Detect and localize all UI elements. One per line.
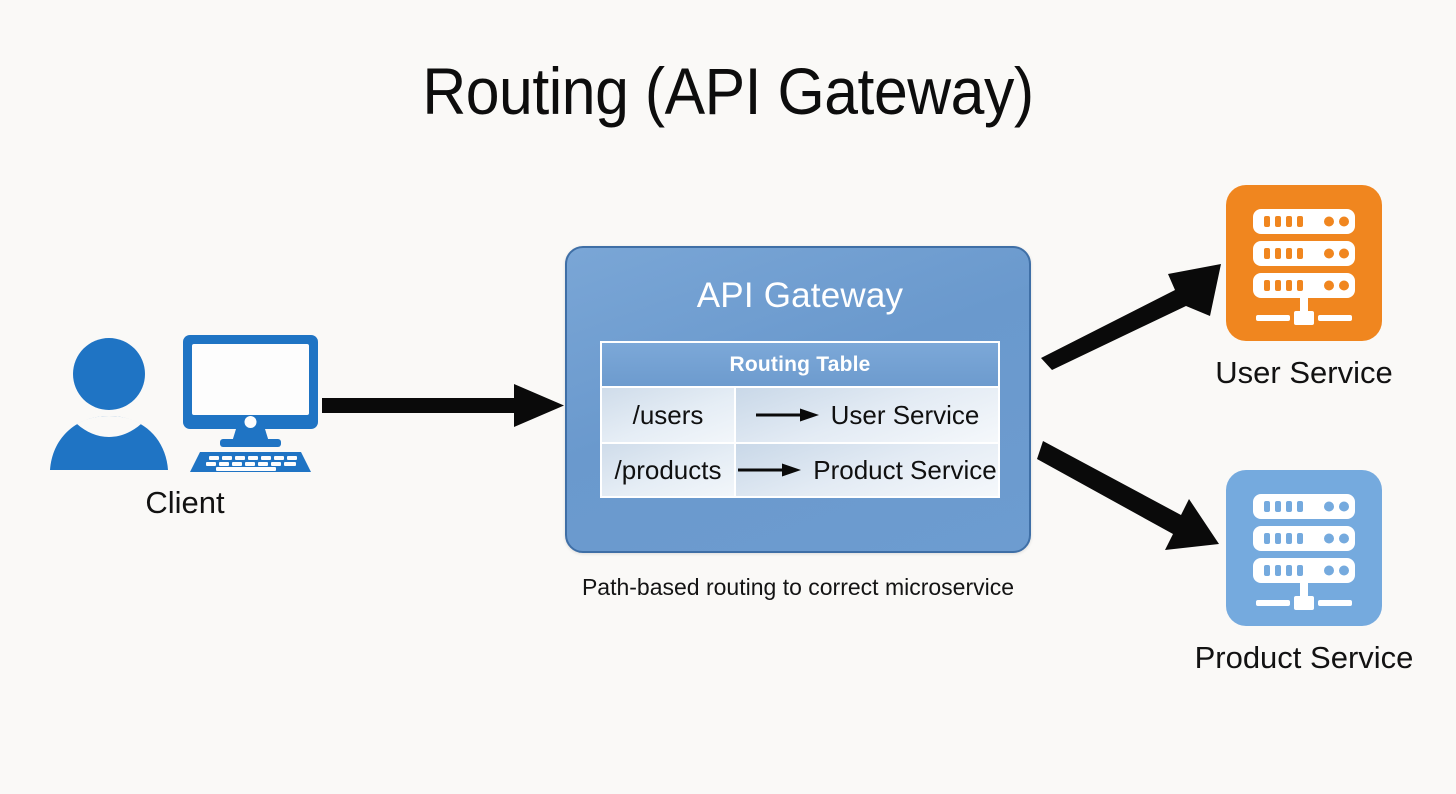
table-row: /products Product Service [602,442,998,496]
right-arrow-icon [755,408,819,422]
route-target-label: User Service [830,399,980,430]
routing-table-header-label: Routing Table [729,352,871,376]
route-path-cell: /products [602,442,736,496]
user-service-label: User Service [1215,355,1393,390]
product-service-label: Product Service [1194,640,1414,675]
server-rack-icon [1226,185,1382,341]
route-path-cell: /users [602,388,736,442]
route-target-label: Product Service [813,454,997,485]
computer-monitor-icon [183,335,318,472]
product-service-node: Product Service [1148,470,1456,678]
user-service-node: User Service [1148,185,1456,393]
api-gateway-box: API Gateway Routing Table /users User Se… [565,246,1031,553]
arrow-client-to-gateway [322,384,564,427]
routing-table: Routing Table /users User Service /produ… [600,341,1000,498]
server-rack-icon [1226,470,1382,626]
right-arrow-icon [738,463,802,477]
client-label: Client [145,485,225,520]
routing-table-header: Routing Table [602,343,998,388]
gateway-caption: Path-based routing to correct microservi… [581,574,1015,600]
arrow-gateway-to-product-service [1037,441,1219,550]
table-row: /users User Service [602,388,998,442]
page-title: Routing (API Gateway) [422,54,1034,128]
route-target-cell: User Service [736,388,998,442]
person-icon [50,338,168,470]
arrow-gateway-to-user-service [1041,264,1221,370]
api-gateway-title: API Gateway [696,276,904,315]
route-target-cell: Product Service [736,442,998,496]
client-node: Client [40,328,330,538]
